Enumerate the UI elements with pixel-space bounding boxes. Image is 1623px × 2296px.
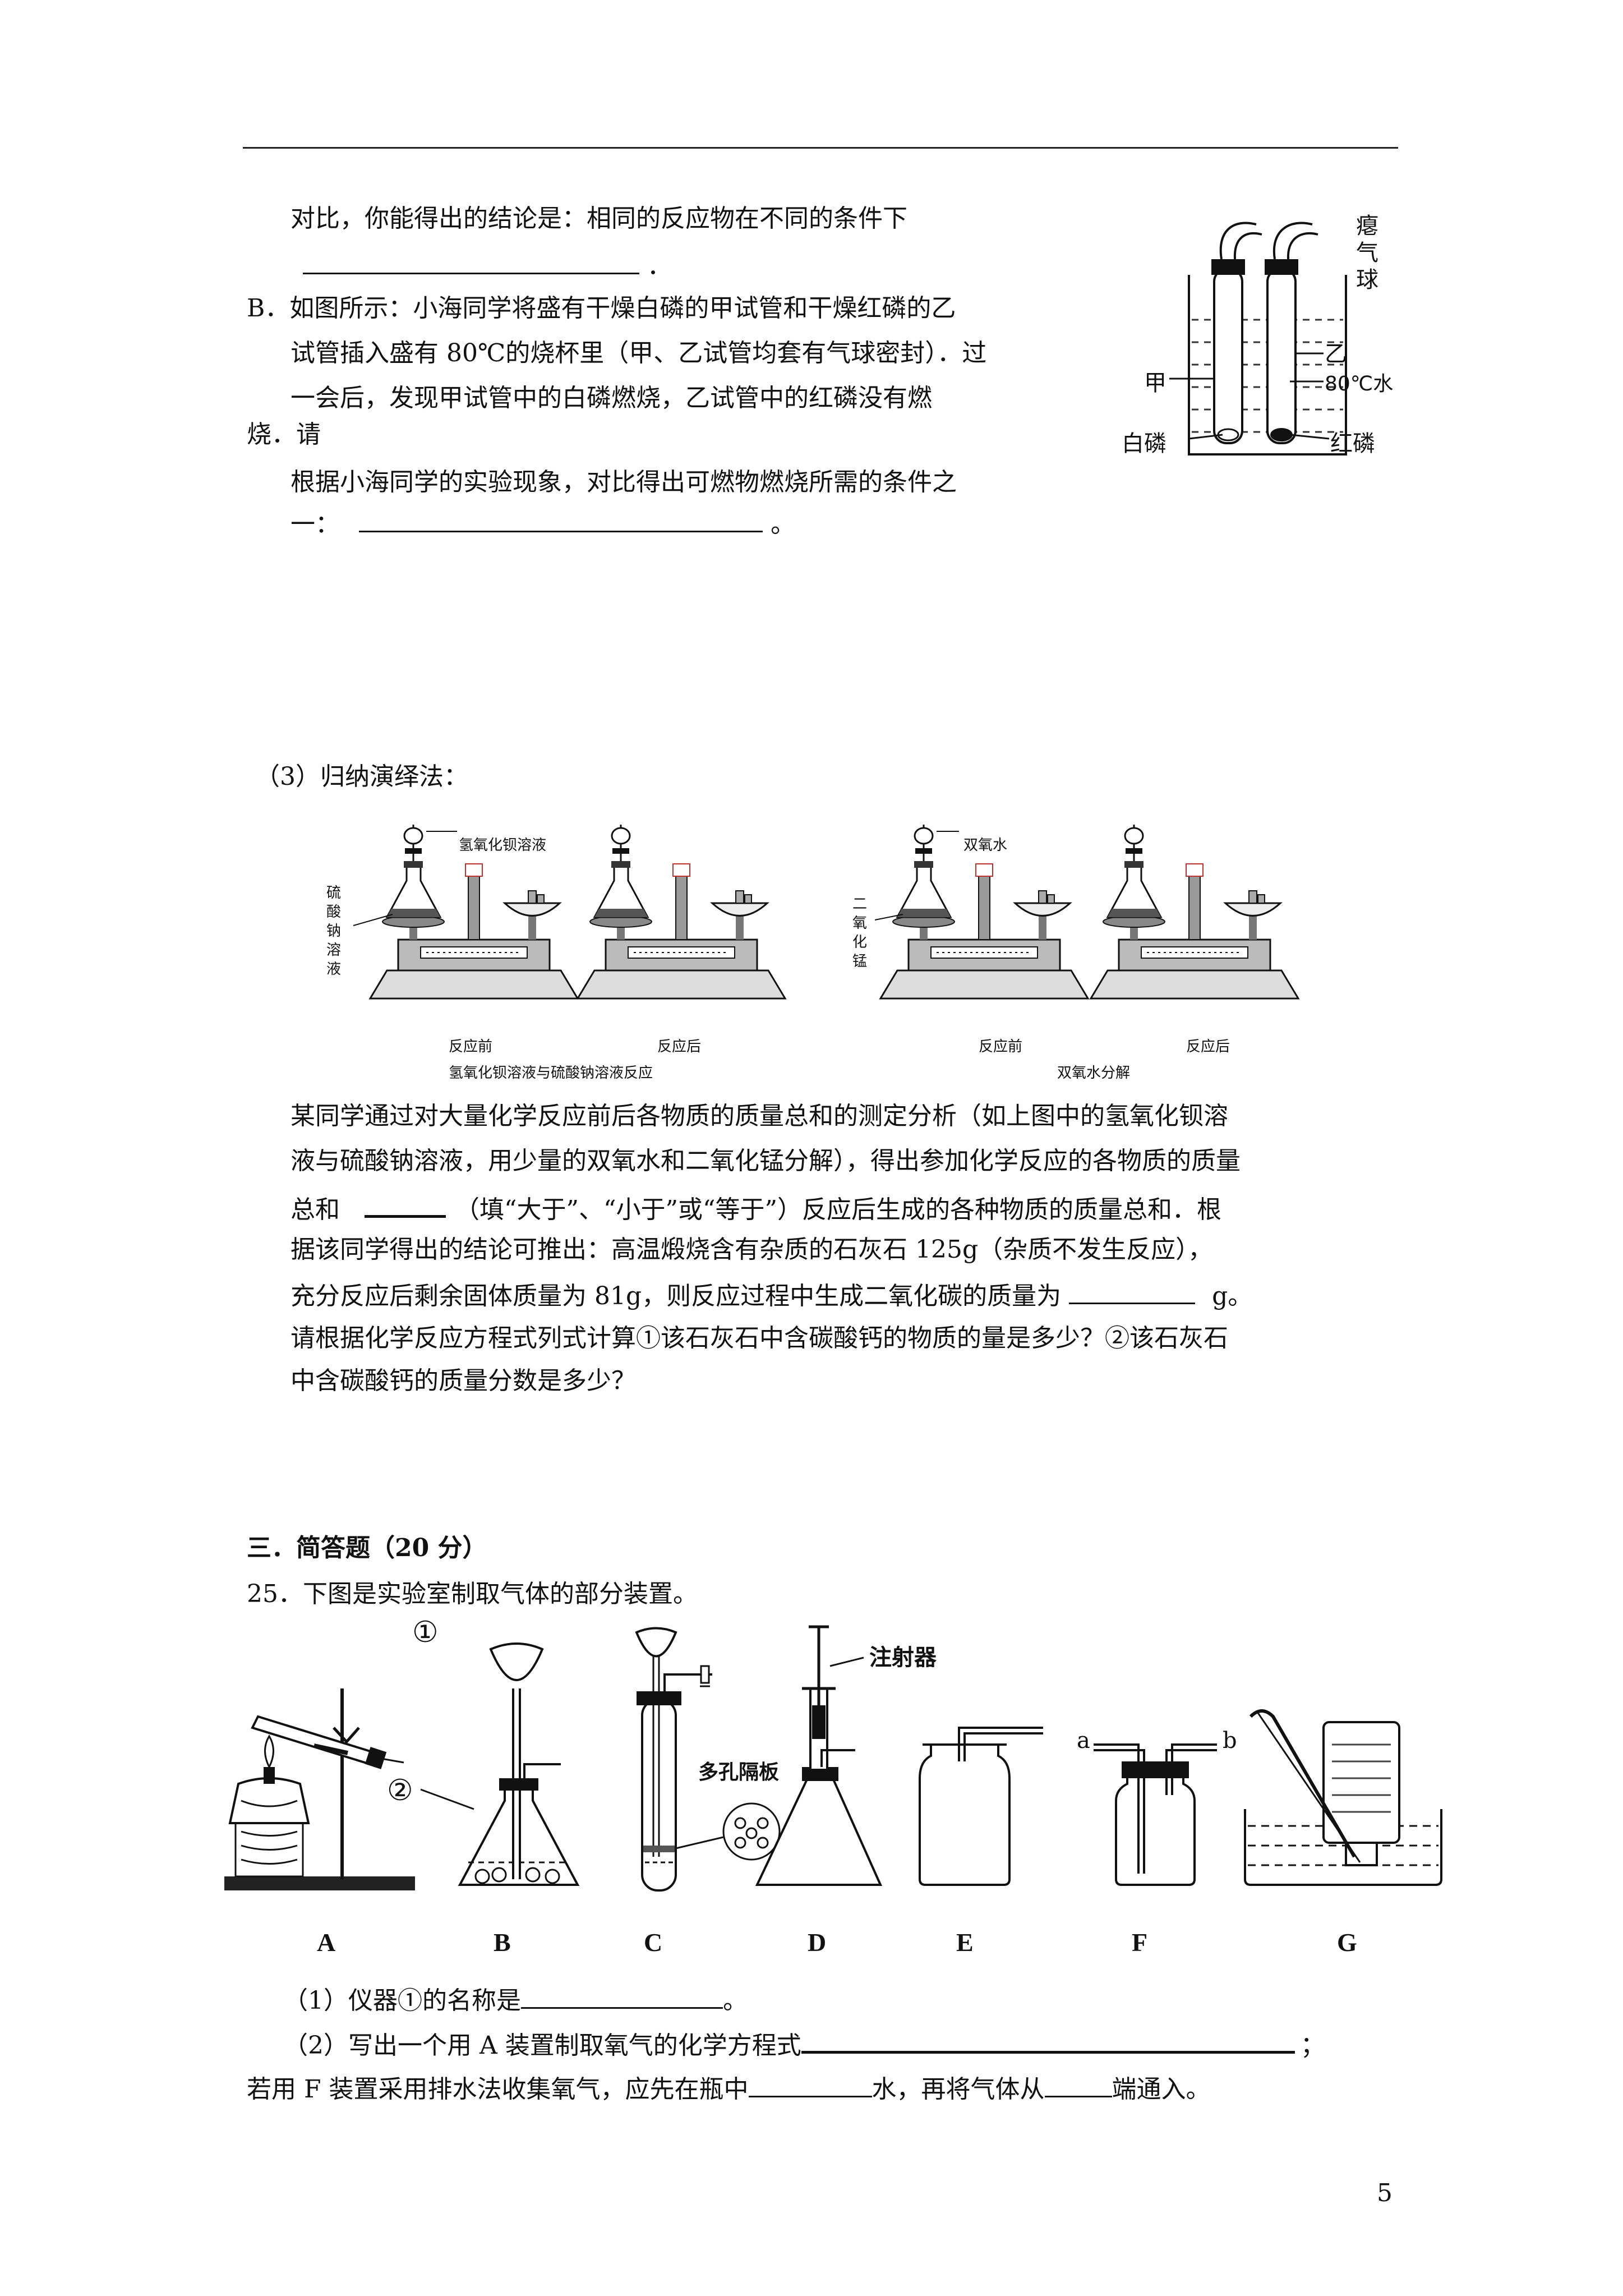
fig2-caption: 双氧水分解 — [1057, 1065, 1131, 1082]
letter-C: C — [644, 1928, 663, 1957]
tube-yi-label: 乙 — [1325, 341, 1347, 367]
fig2-reagent-top: 双氧水 — [963, 837, 1008, 854]
letter-E: E — [956, 1928, 974, 1957]
partB-line1: B．如图所示：小海同学将盛有干燥白磷的甲试管和干燥红磷的乙 — [247, 294, 956, 323]
syringe-label: 注射器 — [869, 1645, 937, 1671]
letter-G: G — [1337, 1928, 1357, 1957]
apparatus-drawing — [224, 1625, 1442, 1892]
letter-A: A — [317, 1928, 336, 1957]
blank-instrument-name[interactable] — [521, 1981, 723, 2009]
apparatus-figure: ① ② 注射器 多孔隔板 a b — [219, 1616, 1447, 1930]
beaker-figure: 瘪 气 球 甲 乙 80℃水 白磷 红磷 — [1122, 208, 1402, 466]
para-line5: 充分反应后剩余固体质量为 81g，则反应过程中生成二氧化碳的质量为 g。 — [291, 1277, 1252, 1313]
partB-line3: 一会后，发现甲试管中的白磷燃烧，乙试管中的红磷没有燃 — [291, 384, 932, 412]
perforated-plate-label: 多孔隔板 — [698, 1761, 780, 1784]
blank-conclusion[interactable] — [303, 247, 639, 274]
sub-question-1: （1）仪器①的名称是。 — [283, 1981, 748, 2018]
fig2-after-label: 反应后 — [1186, 1038, 1230, 1055]
balance-drawing — [353, 823, 1299, 1000]
fig1-caption: 氢氧化钡溶液与硫酸钠溶液反应 — [449, 1065, 653, 1082]
white-phosphorus-label: 白磷 — [1122, 431, 1166, 457]
short-answer-heading: 三．简答题（20 分） — [247, 1534, 487, 1562]
balloon-label-1: 瘪 — [1356, 213, 1378, 239]
tube-jia-label: 甲 — [1144, 370, 1166, 396]
blank-equation[interactable] — [801, 2025, 1295, 2054]
partA-line1: 对比，你能得出的结论是：相同的反应物在不同的条件下 — [291, 204, 907, 233]
para-line6: 请根据化学反应方程式列式计算①该石灰石中含碳酸钙的物质的量是多少？②该石灰石 — [291, 1324, 1228, 1352]
letter-D: D — [808, 1928, 827, 1957]
sub-question-2: （2）写出一个用 A 装置制取氧气的化学方程式； — [283, 2025, 1325, 2063]
fig2-before-label: 反应前 — [979, 1038, 1023, 1055]
para-line1: 某同学通过对大量化学反应前后各物质的质量总和的测定分析（如上图中的氢氧化钡溶 — [291, 1102, 1228, 1130]
blank-fill-water[interactable] — [748, 2070, 872, 2097]
para-line4: 据该同学得出的结论可推出：高温煅烧含有杂质的石灰石 125g（杂质不发生反应）， — [291, 1235, 1213, 1264]
section3-heading: （3）归纳演绎法： — [255, 762, 468, 791]
partA-line2: ． — [303, 247, 672, 283]
fig2-reagent-side: 二 氧 化 锰 — [852, 896, 868, 970]
fig1-reagent-top: 氢氧化钡溶液 — [459, 837, 547, 854]
circle-2-label: ② — [387, 1774, 413, 1807]
partB-line2: 试管插入盛有 80℃的烧杯里（甲、乙试管均套有气球密封）．过 — [291, 339, 987, 367]
letter-B: B — [494, 1928, 511, 1957]
partB-line5: 根据小海同学的实验现象，对比得出可燃物燃烧所需的条件之 — [291, 468, 957, 496]
blank-condition[interactable] — [359, 505, 763, 532]
water-label: 80℃水 — [1325, 372, 1394, 395]
balance-figures: 氢氧化钡溶液 硫 酸 钠 溶 液 反应前 反应后 氢氧化钡溶液与硫酸钠溶液反应 … — [314, 808, 1324, 1088]
balloon-label-2: 气 — [1356, 240, 1378, 266]
blank-co2-mass[interactable] — [1069, 1277, 1196, 1304]
sub-question-2-line2: 若用 F 装置采用排水法收集氧气，应先在瓶中水，再将气体从端通入。 — [247, 2070, 1211, 2106]
fig1-after-label: 反应后 — [657, 1038, 702, 1055]
blank-mass-compare[interactable] — [365, 1189, 446, 1218]
para-line2: 液与硫酸钠溶液，用少量的双氧水和二氧化锰分解），得出参加化学反应的各物质的质量 — [291, 1147, 1241, 1175]
para-line7: 中含碳酸钙的质量分数是多少？ — [291, 1366, 636, 1395]
beaker-drawing — [1169, 222, 1347, 455]
circle-1-label: ① — [412, 1616, 439, 1649]
page-number: 5 — [1377, 2179, 1393, 2207]
q25-text: 25．下图是实验室制取气体的部分装置。 — [247, 1580, 698, 1608]
blank-port[interactable] — [1044, 2070, 1112, 2097]
header-rule — [243, 147, 1398, 149]
port-a-label: a — [1077, 1728, 1090, 1754]
balloon-label-3: 球 — [1356, 267, 1378, 293]
fig1-reagent-side: 硫 酸 钠 溶 液 — [326, 885, 342, 978]
port-b-label: b — [1223, 1728, 1237, 1754]
partB-line4: 烧．请 — [247, 420, 321, 449]
partB-line6: 一： 。 — [291, 505, 795, 541]
letter-F: F — [1132, 1928, 1148, 1957]
fig1-before-label: 反应前 — [449, 1038, 493, 1055]
para-line3: 总和 （填“大于”、“小于”或“等于”）反应后生成的各种物质的质量总和．根 — [291, 1189, 1221, 1227]
red-phosphorus-label: 红磷 — [1330, 431, 1375, 457]
